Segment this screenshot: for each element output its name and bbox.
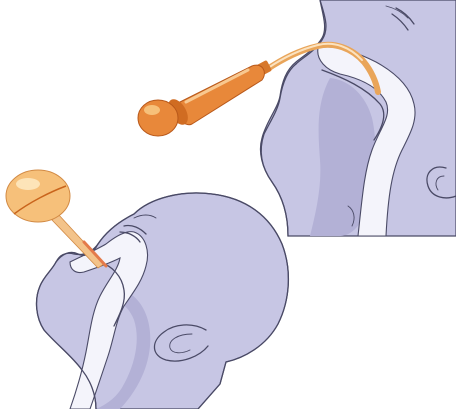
lower-syringe-shine <box>16 178 40 190</box>
lower-head-silhouette <box>37 193 289 409</box>
upper-syringe-body <box>175 65 264 125</box>
syringe-bulb-icon <box>6 170 106 268</box>
upper-syringe-knob <box>138 100 178 136</box>
upper-syringe-knob-shine <box>144 105 160 115</box>
lower-panel <box>6 170 288 409</box>
lower-syringe-bulb <box>6 170 70 222</box>
